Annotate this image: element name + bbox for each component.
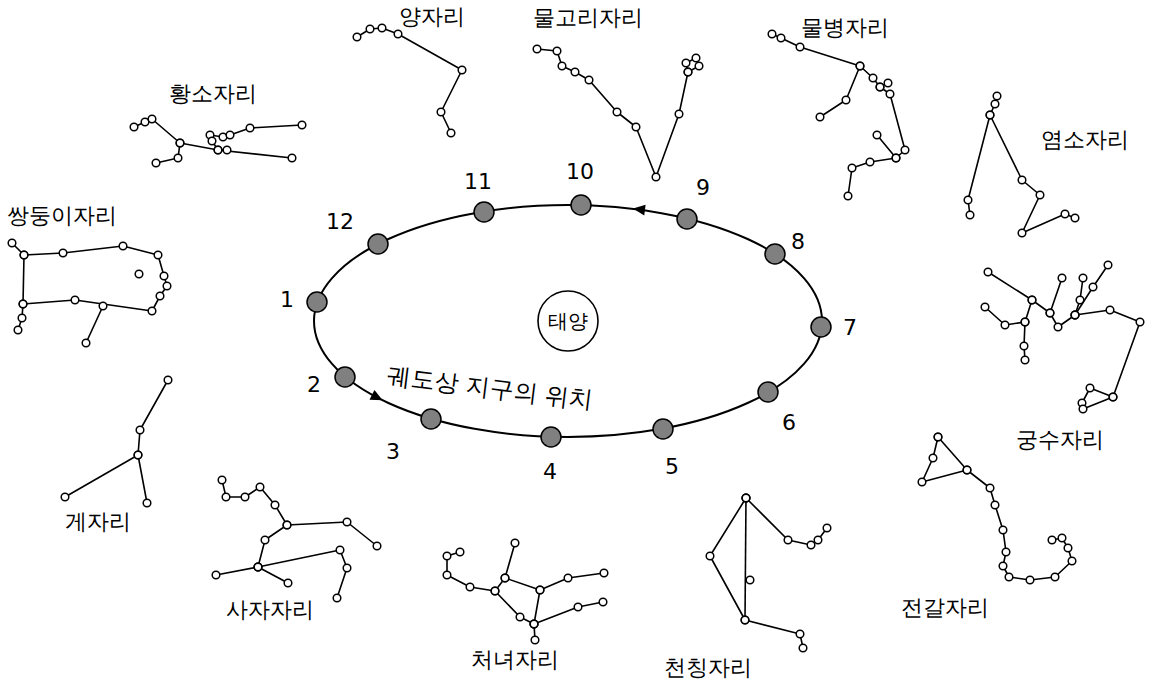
constellation-line [710, 498, 803, 648]
constellation-line [216, 480, 287, 575]
constellation-line [988, 272, 1062, 313]
constellation-name: 처녀자리 [471, 648, 559, 672]
sun-label: 태양 [548, 310, 588, 332]
constellation-line [1075, 265, 1108, 315]
constellation-line [1075, 310, 1140, 403]
constellation-line [156, 143, 180, 163]
constellation-line [985, 300, 1032, 325]
position-number: 1 [280, 288, 294, 312]
position-number: 6 [782, 411, 796, 435]
earth-position-dot [811, 317, 831, 337]
orbit-arrowhead [369, 390, 385, 405]
position-number: 2 [307, 373, 321, 397]
constellation-line [18, 255, 24, 330]
earth-position-dot [677, 209, 697, 229]
constellation-line [1083, 397, 1113, 409]
constellation-line [860, 66, 905, 158]
constellation-line [495, 591, 534, 624]
earth-position-dot [307, 292, 327, 312]
constellation-name: 물병자리 [801, 16, 889, 40]
constellation-line [537, 49, 699, 177]
constellation-line [848, 135, 896, 196]
constellation-name: 쌍둥이자리 [7, 204, 117, 228]
position-number: 8 [791, 230, 805, 254]
earth-position-dot [368, 234, 388, 254]
constellation-line [357, 28, 462, 133]
constellation-line [258, 567, 288, 583]
earth-position-dot [653, 419, 673, 439]
constellation-line [212, 141, 227, 150]
constellation-line [505, 573, 604, 590]
earth-position-dot [571, 195, 591, 215]
position-number: 5 [665, 455, 679, 479]
constellation-name: 황소자리 [169, 82, 257, 106]
constellation-name: 천칭자리 [664, 656, 752, 680]
constellation-name: 물고리자리 [533, 6, 643, 30]
orbit-ellipse [314, 205, 822, 437]
position-number: 12 [326, 210, 354, 234]
constellation-line [534, 590, 540, 640]
earth-position-dot [474, 202, 494, 222]
constellation-line [134, 119, 292, 158]
constellation-name: 게자리 [65, 510, 131, 534]
constellation-line [880, 83, 888, 87]
constellation-line [922, 437, 967, 482]
constellation-line [772, 34, 860, 117]
constellation-name: 양자리 [399, 5, 465, 29]
sun-outline-circle [538, 291, 598, 351]
constellation-line [746, 498, 827, 545]
constellation-name: 궁수자리 [1016, 428, 1104, 452]
constellation-line [447, 543, 515, 591]
constellation-line [12, 243, 167, 311]
position-number: 11 [464, 170, 492, 194]
earth-position-dot [335, 367, 355, 387]
constellation-line [258, 550, 347, 598]
orbit-arrowhead [632, 203, 645, 215]
earth-position-dot [421, 409, 441, 429]
constellation-name: 사자자리 [226, 598, 314, 622]
position-number: 3 [386, 440, 400, 464]
earth-position-dot [765, 244, 785, 264]
sun-circle: 태양 [537, 290, 599, 352]
constellation-line [210, 125, 302, 137]
constellation-line [745, 498, 746, 620]
constellation-line [534, 602, 603, 624]
constellation-line [86, 306, 103, 343]
constellation-name: 전갈자리 [901, 596, 989, 620]
earth-position-dot [758, 382, 778, 402]
constellation-line [1024, 322, 1025, 360]
constellation-line [287, 522, 377, 546]
star [746, 576, 754, 584]
earth-position-dot [541, 427, 561, 447]
constellation-line [968, 96, 997, 215]
star [135, 270, 143, 278]
position-number: 10 [566, 160, 594, 184]
constellation-line [1050, 278, 1083, 327]
constellation-line [138, 380, 168, 503]
position-number: 7 [843, 316, 857, 340]
constellation-line [65, 455, 138, 497]
position-number: 4 [543, 460, 557, 484]
position-number: 9 [696, 176, 710, 200]
constellation-line [967, 470, 1072, 580]
orbit-caption: 궤도상 지구의 위치 [386, 362, 595, 413]
constellation-name: 염소자리 [1041, 128, 1129, 152]
